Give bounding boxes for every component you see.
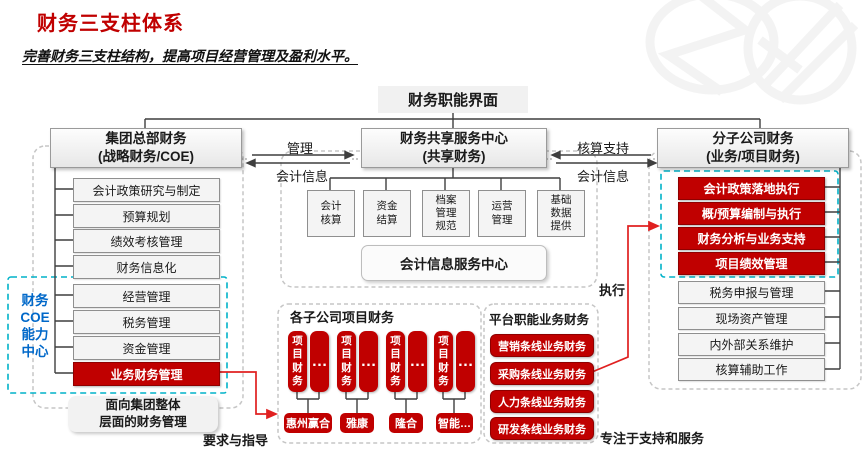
subsidiaries-container	[277, 303, 482, 444]
red-flow-arrows	[218, 220, 661, 420]
project-finance-pill-3: 项目财务	[386, 331, 405, 392]
page-subtitle: 完善财务三支柱结构，提高项目经营管理及盈利水平。	[22, 48, 358, 64]
platform-item-rd: 研发条线业务财务	[490, 417, 594, 440]
coe-capability-dashed-box	[7, 276, 228, 394]
left-caption-line1: 面向集团整体	[105, 397, 181, 412]
flow-label-accounting-info-left: 会计信息	[275, 169, 329, 184]
execution-dashed-box	[660, 170, 839, 278]
left-pillar-title-line2: (战略财务/COE)	[98, 149, 194, 164]
center-item-accounting: 会计核算	[307, 190, 355, 237]
right-item-tax-filing: 税务申报与管理	[678, 281, 825, 304]
company-yakang: 雅康	[340, 413, 374, 433]
right-item-site-asset-mgmt: 现场资产管理	[678, 307, 825, 330]
coe-label-line4: 中心	[21, 344, 49, 359]
left-item-business-finance-mgmt: 业务财务管理	[73, 362, 220, 386]
right-item-financial-analysis: 财务分析与业务支持	[678, 227, 825, 250]
platform-container	[483, 303, 599, 444]
center-item-operations-mgmt-label: 运营管理	[491, 200, 513, 226]
left-item-tax-mgmt: 税务管理	[73, 310, 220, 334]
center-item-base-data: 基础数据提供	[537, 190, 585, 237]
ellipsis-pill-2-label: …	[360, 352, 377, 370]
annotation-requirements-guidance: 要求与指导	[203, 433, 269, 448]
platform-panel-title: 平台职能业务财务	[489, 313, 590, 327]
ellipsis-pill-3: …	[408, 331, 427, 392]
top-node-finance-interface: 财务职能界面	[378, 86, 528, 113]
right-item-budget-execution: 概/预算编制与执行	[678, 202, 825, 225]
ellipsis-pill-4-label: …	[457, 352, 474, 370]
company-zhineng: 智能…	[436, 413, 473, 433]
coe-capability-label: 财务 COE 能力 中心	[13, 292, 57, 360]
left-item-performance-mgmt: 绩效考核管理	[73, 229, 220, 253]
left-item-finance-informatization: 财务信息化	[73, 255, 220, 279]
flow-label-accounting-support: 核算支持	[576, 141, 630, 156]
center-item-fund-settlement: 资金结算	[363, 190, 411, 237]
right-item-project-performance: 项目绩效管理	[678, 252, 825, 275]
project-finance-pill-1: 项目财务	[288, 331, 307, 392]
project-finance-pill-4-label: 项目财务	[438, 335, 449, 387]
left-pillar-caption: 面向集团整体 层面的财务管理	[68, 396, 218, 432]
center-pillar-title-line1: 财务共享服务中心	[400, 131, 508, 147]
ellipsis-pill-2: …	[359, 331, 378, 392]
ellipsis-pill-1: …	[310, 331, 329, 392]
center-item-archive-mgmt: 档案管理规范	[422, 190, 470, 237]
platform-item-hr: 人力条线业务财务	[490, 390, 594, 413]
annotation-focus-support-service: 专注于支持和服务	[600, 431, 705, 446]
center-pillar-title-line2: (共享财务)	[422, 149, 486, 164]
left-pillar-header: 集团总部财务 (战略财务/COE)	[50, 128, 242, 168]
right-pillar-header: 分子公司财务 (业务/项目财务)	[657, 128, 849, 168]
flow-arrows-left-center	[241, 150, 360, 168]
left-item-budget-planning: 预算规划	[73, 204, 220, 228]
left-item-operation-mgmt: 经营管理	[73, 284, 220, 308]
accounting-info-service-center: 会计信息服务中心	[361, 245, 547, 281]
annotation-execute: 执行	[599, 283, 626, 298]
ellipsis-pill-3-label: …	[409, 352, 426, 370]
ellipsis-pill-1-label: …	[311, 352, 328, 370]
left-item-accounting-policy: 会计政策研究与制定	[73, 178, 220, 202]
right-item-policy-execution: 会计政策落地执行	[678, 177, 825, 200]
flow-label-management: 管理	[286, 141, 314, 156]
left-item-treasury-mgmt: 资金管理	[73, 336, 220, 360]
center-item-operations-mgmt: 运营管理	[478, 190, 526, 237]
left-pillar-title-line1: 集团总部财务	[105, 131, 187, 147]
center-pillar-header: 财务共享服务中心 (共享财务)	[361, 128, 547, 168]
right-item-relationship-maintenance: 内外部关系维护	[678, 333, 825, 356]
flow-arrows-center-right	[546, 150, 661, 168]
center-item-fund-settlement-label: 资金结算	[376, 200, 398, 226]
project-finance-pill-1-label: 项目财务	[292, 335, 303, 387]
flow-label-accounting-info-right: 会计信息	[576, 169, 630, 184]
project-finance-pill-4: 项目财务	[434, 331, 453, 392]
company-longhe: 隆合	[389, 413, 423, 433]
coe-label-line3: 能力	[21, 327, 49, 342]
watermark-logo	[645, 0, 859, 105]
right-pillar-title-line1: 分子公司财务	[712, 131, 794, 147]
coe-label-line1: 财务	[21, 293, 49, 308]
tree-connectors	[54, 113, 841, 413]
center-item-archive-mgmt-label: 档案管理规范	[435, 193, 457, 233]
platform-item-procurement: 采购条线业务财务	[490, 362, 594, 385]
center-item-accounting-label: 会计核算	[320, 200, 342, 226]
project-finance-pill-2-label: 项目财务	[341, 335, 352, 387]
center-pillar-container	[280, 150, 598, 288]
company-huizhou-yinghe: 惠州赢合	[284, 413, 332, 433]
coe-label-line2: COE	[20, 310, 50, 325]
left-caption-line2: 层面的财务管理	[99, 415, 187, 429]
center-item-base-data-label: 基础数据提供	[550, 193, 572, 233]
project-finance-pill-2: 项目财务	[337, 331, 356, 392]
page-title: 财务三支柱体系	[37, 13, 184, 35]
teal-dashed-boxes	[7, 170, 839, 394]
platform-item-marketing: 营销条线业务财务	[490, 334, 594, 357]
subsidiaries-panel-title: 各子公司项目财务	[290, 310, 395, 325]
right-pillar-title-line2: (业务/项目财务)	[706, 149, 800, 164]
right-item-accounting-assist: 核算辅助工作	[678, 358, 825, 381]
project-finance-pill-3-label: 项目财务	[390, 335, 401, 387]
ellipsis-pill-4: …	[456, 331, 475, 392]
